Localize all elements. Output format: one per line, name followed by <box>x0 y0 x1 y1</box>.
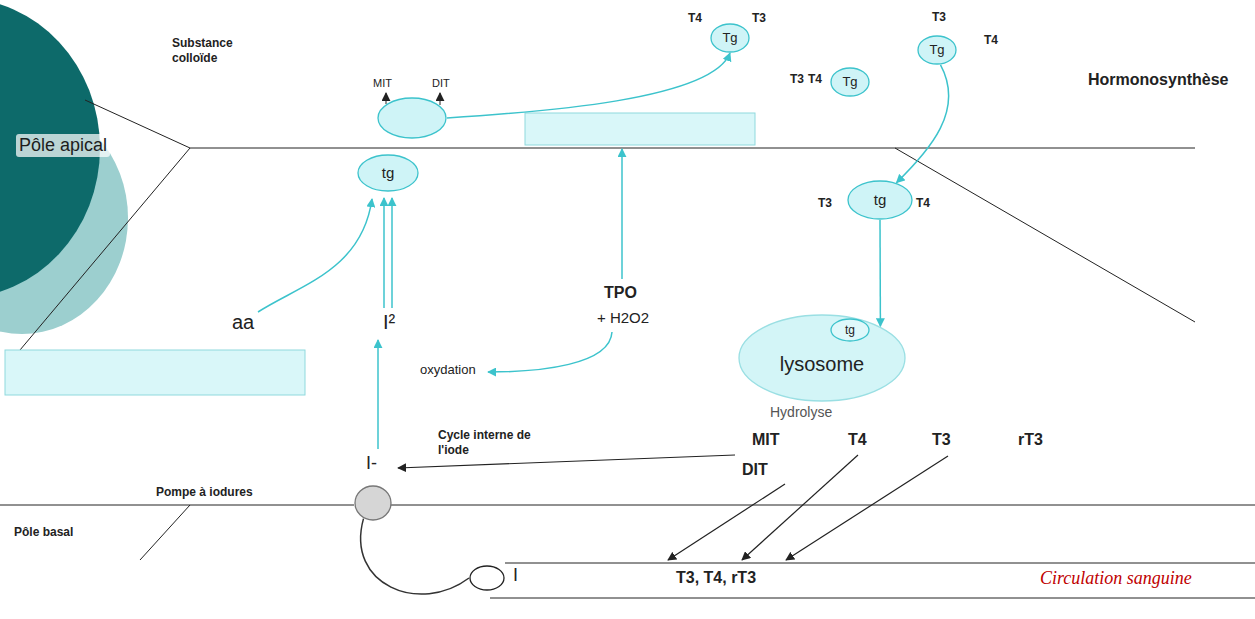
node-shape: I <box>469 565 505 591</box>
basal-membrane <box>0 505 354 506</box>
node-shape: tgT3T4 <box>847 180 913 220</box>
release-arrow <box>786 456 948 560</box>
node-outline <box>377 97 447 139</box>
node-side-label: T4 <box>688 11 702 25</box>
node-label: Tg <box>929 42 944 58</box>
text-label: aa <box>232 310 254 335</box>
text-label: Hormonosynthèse <box>1088 70 1228 90</box>
node-side-label: T4 <box>984 33 998 47</box>
node-outline <box>354 485 392 521</box>
connector-arrow <box>361 519 469 594</box>
node-shape: tg <box>357 154 419 192</box>
dit-arrow <box>440 93 441 105</box>
tpo-enzyme <box>525 113 755 145</box>
node-shape: TgT4T3 <box>710 23 750 53</box>
node-label: Tg <box>722 30 737 46</box>
node-side-label: DIT <box>432 77 450 90</box>
node-label: lysosome <box>780 352 864 376</box>
text-label: I- <box>366 452 377 475</box>
node-side-label: MIT <box>373 77 392 90</box>
text-label: T4 <box>848 430 867 450</box>
node-ellipse <box>831 319 869 341</box>
node-side-label: T4 <box>808 72 822 86</box>
node-ellipse <box>358 155 418 191</box>
apical-membrane <box>190 148 1195 149</box>
node-shape: lysosome tg <box>738 314 906 402</box>
release-arrow <box>668 484 785 560</box>
node-shape: MITDIT <box>377 97 447 139</box>
text-label: DIT <box>742 460 768 480</box>
text-label: rT3 <box>1018 430 1043 450</box>
node-ellipse <box>918 36 956 64</box>
text-label: T3, T4, rT3 <box>676 568 756 588</box>
iodine-arrow <box>383 198 385 308</box>
node-shape: TgT3T4 <box>830 67 870 97</box>
node-side-label: T3 <box>932 10 946 24</box>
basal-membrane <box>391 505 1255 506</box>
text-label: Hydrolyse <box>770 404 832 422</box>
node-side-label: T4 <box>916 196 930 210</box>
aa-arrow <box>258 199 372 312</box>
iodide-arrow <box>377 340 379 449</box>
node-ellipse <box>378 98 446 138</box>
node-ellipse <box>711 24 749 52</box>
cell-outline <box>895 148 1195 322</box>
text-label: + H2O2 <box>597 309 649 328</box>
node-label: tg <box>845 323 855 337</box>
cell-outline <box>140 505 190 560</box>
connector-arrow <box>879 220 881 326</box>
vessel-wall <box>505 563 1255 564</box>
tpo-arrow <box>621 149 623 279</box>
text-label: oxydation <box>420 362 476 378</box>
node-outline <box>469 565 505 591</box>
cell-outline <box>20 148 190 350</box>
text-label: Circulation sanguine <box>1040 567 1192 590</box>
connector-arrow <box>447 53 730 118</box>
node-ellipse <box>739 315 905 401</box>
node-ellipse <box>831 68 869 96</box>
node-label: tg <box>874 191 887 209</box>
mit-arrow <box>386 93 387 104</box>
node-side-label: Pompe à iodures <box>156 485 253 499</box>
connector-arrow <box>897 65 949 183</box>
node-label: tg <box>382 164 395 182</box>
vessel-wall <box>490 598 1255 599</box>
text-label: I² <box>383 310 395 335</box>
text-label: Pôle basal <box>14 525 73 540</box>
reticulum <box>5 350 305 395</box>
node-side-label: I <box>513 565 518 587</box>
node-label: Tg <box>842 74 857 90</box>
node-ellipse <box>848 181 912 219</box>
text-label: TPO <box>604 283 637 303</box>
node-ellipse <box>355 486 391 520</box>
node-shape: TgT3T4 <box>917 35 957 65</box>
text-label: Pôle apical <box>16 134 110 157</box>
node-side-label: T3 <box>752 11 766 25</box>
text-label: T3 <box>932 430 951 450</box>
text-label: MIT <box>752 430 780 450</box>
oxidation-arrow <box>488 332 612 372</box>
node-side-label: T3 <box>818 196 832 210</box>
text-label: Cycle interne de l'iode <box>438 428 533 458</box>
node-shape: tg <box>830 318 870 342</box>
release-arrow <box>742 455 858 560</box>
iodine-arrow <box>391 198 393 308</box>
node-ellipse <box>470 566 504 590</box>
text-label: Substance colloïde <box>172 36 250 66</box>
node-shape: Pompe à iodures <box>354 485 392 521</box>
node-side-label: T3 <box>790 72 804 86</box>
